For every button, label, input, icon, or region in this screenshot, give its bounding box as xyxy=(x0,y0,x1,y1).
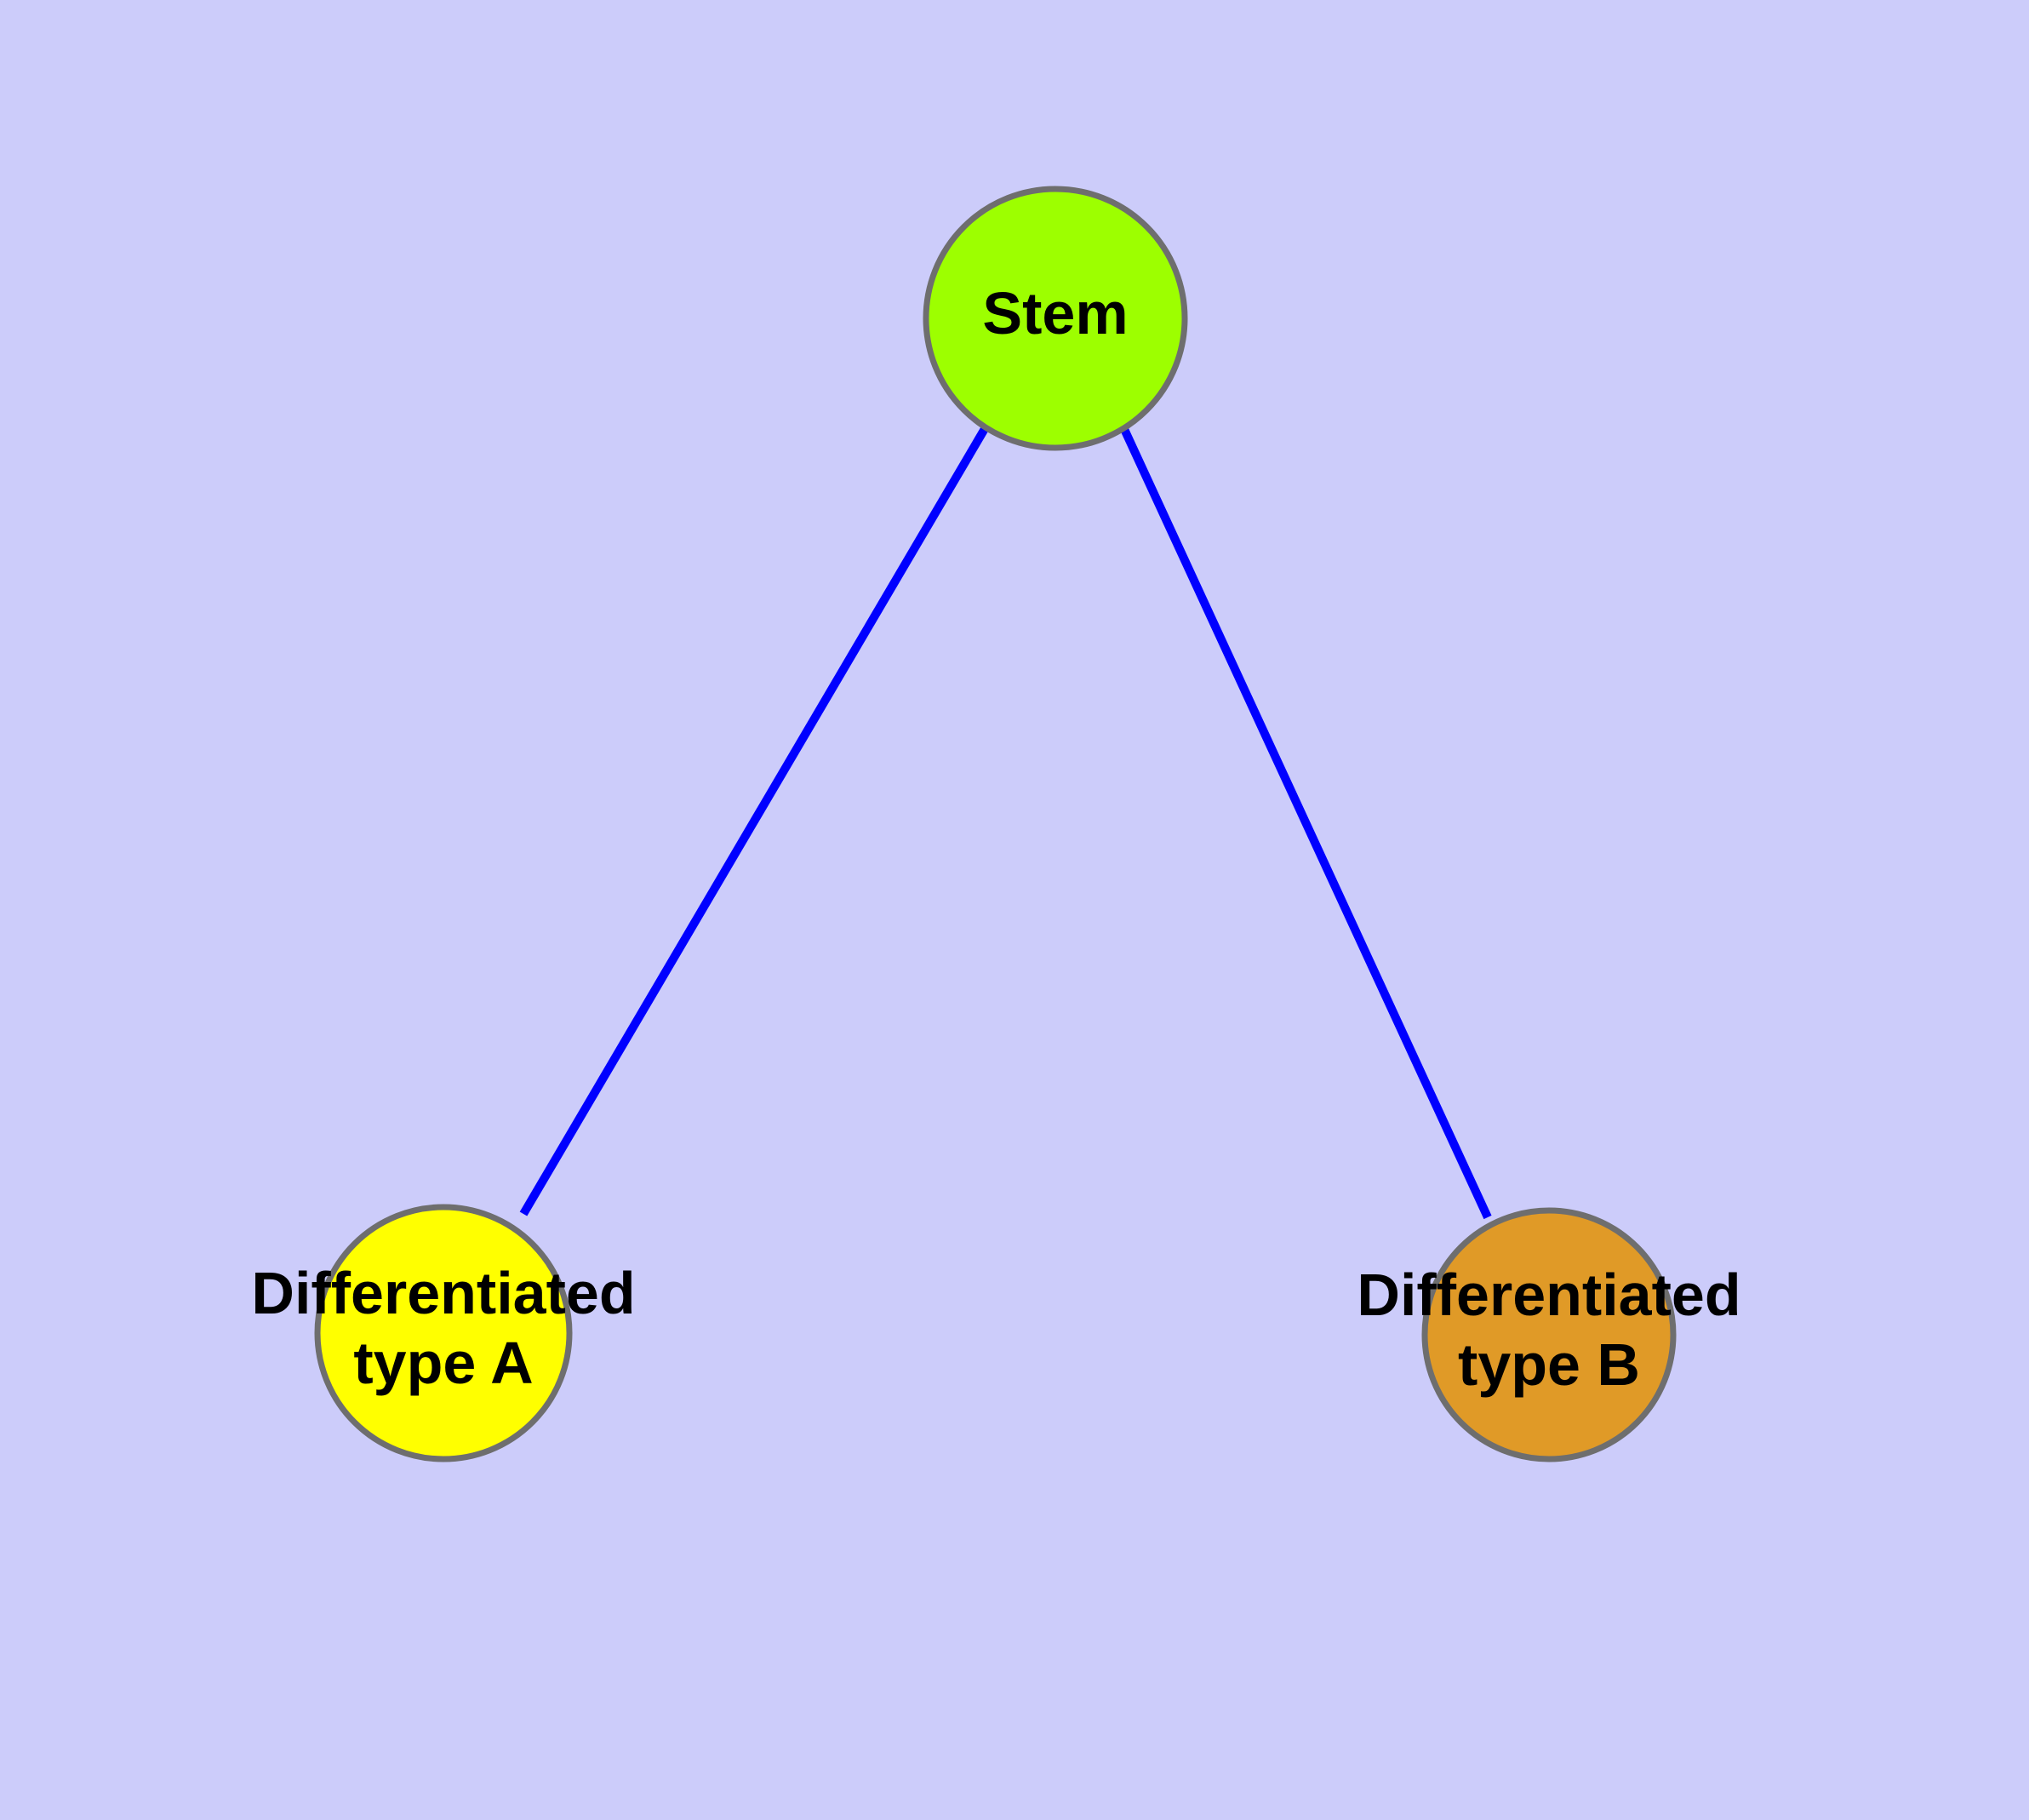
node-differentiated-type-a[interactable] xyxy=(314,1204,573,1462)
node-differentiated-type-b[interactable] xyxy=(1421,1207,1677,1462)
node-label-stem: Stem xyxy=(982,280,1128,346)
edge-stem-to-differentiated-type-b[interactable] xyxy=(1119,425,1492,1220)
nodes-layer xyxy=(314,186,1677,1462)
node-stem[interactable] xyxy=(923,186,1188,451)
node-label-line: Stem xyxy=(982,280,1128,346)
edges-layer xyxy=(519,425,1492,1220)
node-label-line: Differentiated xyxy=(1357,1262,1740,1328)
node-label-line: type A xyxy=(353,1330,533,1396)
edge-stem-to-differentiated-type-a[interactable] xyxy=(519,425,990,1216)
node-label-line: Differentiated xyxy=(251,1260,635,1326)
node-label-line: type B xyxy=(1458,1331,1640,1398)
